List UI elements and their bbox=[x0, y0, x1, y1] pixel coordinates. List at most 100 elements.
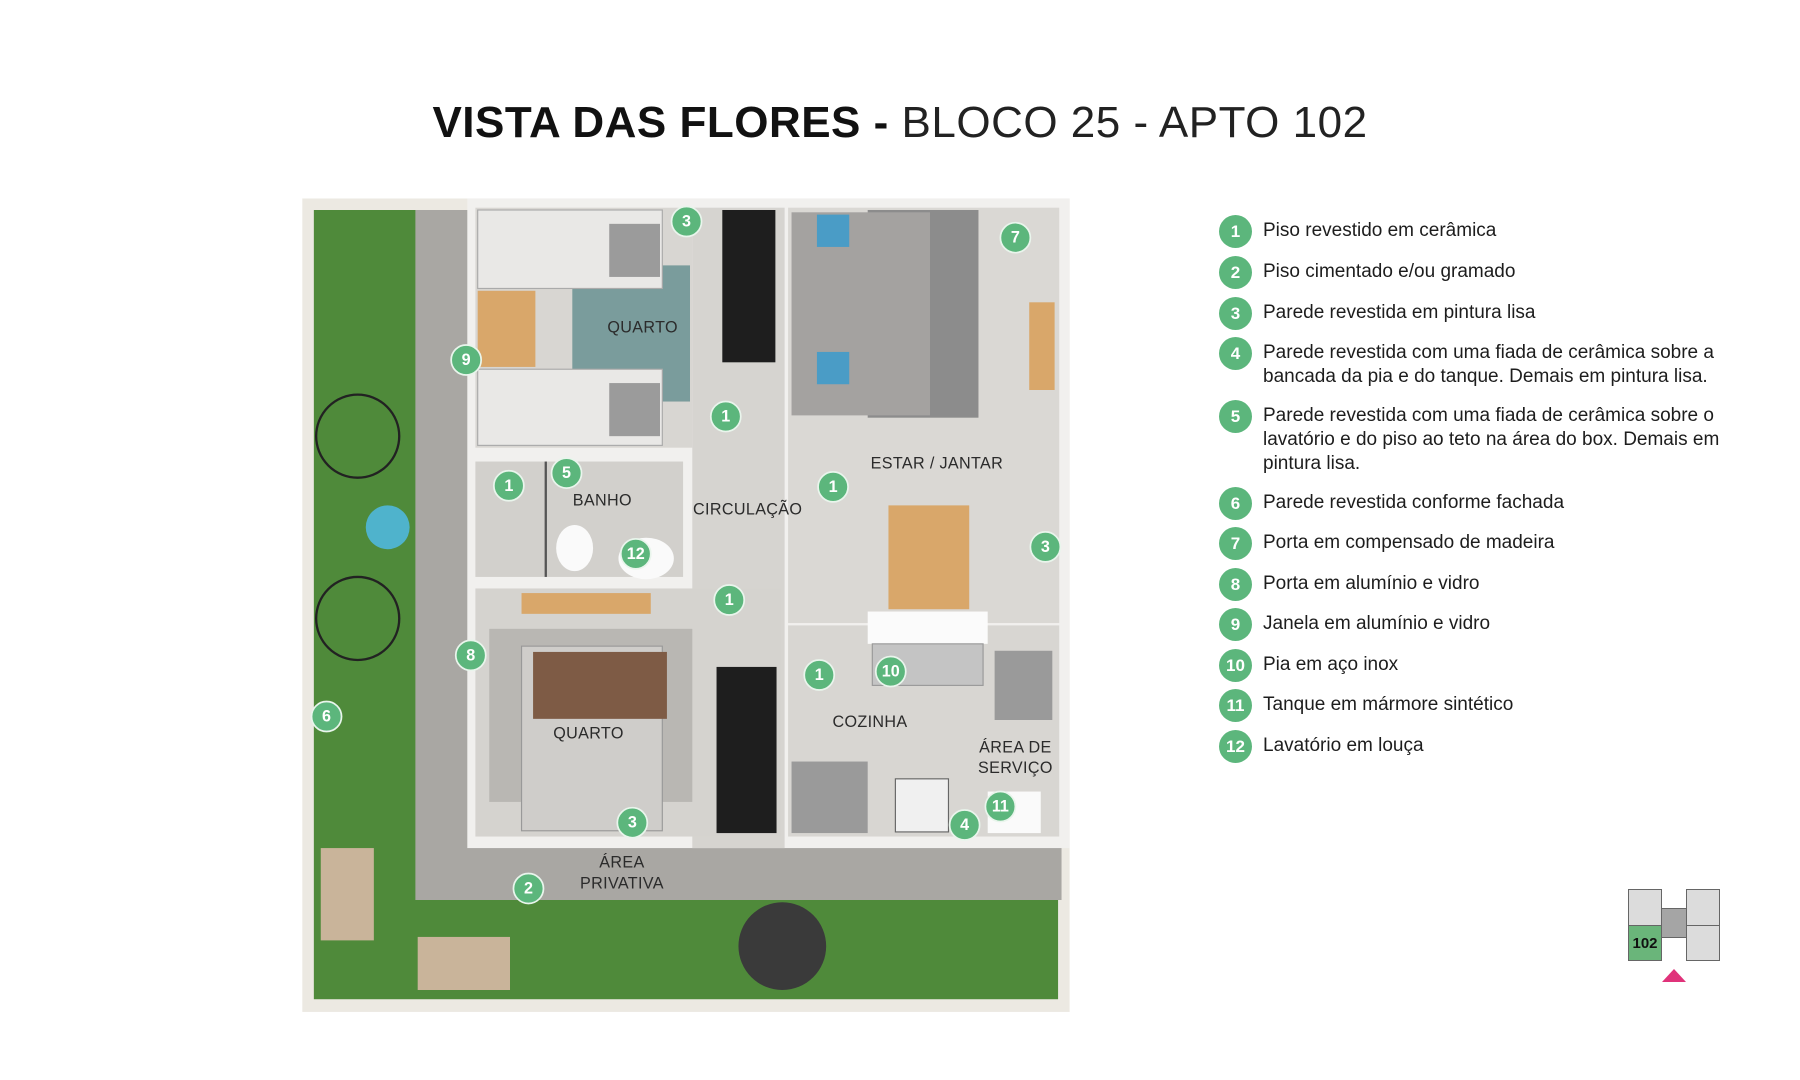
legend-text: Parede revestida conforme fachada bbox=[1263, 492, 1565, 513]
stove bbox=[894, 778, 950, 833]
shower-divider bbox=[544, 461, 547, 577]
fridge bbox=[791, 761, 868, 834]
svg-text:2: 2 bbox=[524, 879, 533, 897]
room-label-area-privativa: PRIVATIVA bbox=[580, 874, 664, 892]
marker: 10 bbox=[874, 655, 907, 688]
title-project: VISTA DAS FLORES - bbox=[432, 98, 889, 147]
legend-number: 3 bbox=[1219, 297, 1252, 330]
svg-text:3: 3 bbox=[1041, 538, 1050, 556]
marker: 11 bbox=[984, 790, 1017, 823]
legend-text: Porta em alumínio e vidro bbox=[1263, 573, 1480, 594]
svg-text:6: 6 bbox=[322, 708, 331, 726]
cushion bbox=[816, 214, 850, 247]
svg-text:9: 9 bbox=[462, 351, 471, 369]
legend-item: 5 Parede revestida com uma fiada de cerâm… bbox=[1219, 400, 1763, 476]
legend-item: 7 Porta em compensado de madeira bbox=[1219, 527, 1763, 560]
svg-text:3: 3 bbox=[682, 213, 691, 231]
room-label-area-servico: ÁREA DE bbox=[979, 737, 1051, 756]
svg-text:7: 7 bbox=[1011, 229, 1020, 247]
garden-chair bbox=[315, 393, 401, 479]
svg-text:1: 1 bbox=[721, 408, 730, 426]
key-unit bbox=[1686, 925, 1720, 961]
marker: 5 bbox=[550, 457, 583, 489]
desk bbox=[477, 290, 536, 367]
key-unit bbox=[1628, 889, 1662, 926]
legend-number: 4 bbox=[1219, 337, 1252, 370]
sofa bbox=[791, 212, 930, 416]
legend-item: 10 Pia em aço inox bbox=[1219, 649, 1763, 682]
svg-text:12: 12 bbox=[627, 545, 645, 563]
legend-number: 10 bbox=[1219, 649, 1252, 682]
marker: 12 bbox=[619, 537, 652, 570]
toilet bbox=[556, 525, 594, 572]
room-label-circulacao: CIRCULAÇÃO bbox=[693, 499, 802, 519]
legend-text: Piso revestido em cerâmica bbox=[1263, 220, 1497, 241]
pointer-triangle-icon bbox=[1662, 969, 1686, 982]
marker: 6 bbox=[310, 700, 343, 733]
legend-text: Porta em compensado de madeira bbox=[1263, 532, 1555, 553]
marker: 1 bbox=[492, 469, 525, 502]
legend-text: Parede revestida com uma fiada de cerâmi… bbox=[1263, 405, 1720, 474]
wardrobe bbox=[722, 210, 776, 363]
washing-machine bbox=[994, 650, 1053, 720]
room-label-cozinha: COZINHA bbox=[832, 713, 907, 731]
legend-text: Parede revestida com uma fiada de cerâmi… bbox=[1263, 342, 1714, 387]
legend-item: 8 Porta em alumínio e vidro bbox=[1219, 568, 1763, 601]
marker: 1 bbox=[709, 400, 742, 433]
room-label-quarto: QUARTO bbox=[607, 318, 678, 336]
marker: 1 bbox=[713, 584, 746, 616]
garden-sofa bbox=[320, 848, 374, 941]
legend-number: 12 bbox=[1219, 730, 1252, 763]
svg-text:4: 4 bbox=[960, 816, 969, 834]
legend-item: 6 Parede revestida conforme fachada bbox=[1219, 487, 1763, 520]
legend-number: 5 bbox=[1219, 400, 1252, 433]
legend-text: Tanque em mármore sintético bbox=[1263, 694, 1514, 715]
svg-text:8: 8 bbox=[466, 646, 475, 664]
marker: 3 bbox=[616, 806, 649, 839]
marker: 4 bbox=[948, 809, 981, 841]
legend-item: 1 Piso revestido em cerâmica bbox=[1219, 215, 1763, 248]
marker: 2 bbox=[512, 872, 545, 905]
legend-text: Janela em alumínio e vidro bbox=[1263, 613, 1491, 634]
marker: 9 bbox=[450, 344, 483, 376]
legend-number: 1 bbox=[1219, 215, 1252, 248]
svg-text:1: 1 bbox=[815, 666, 824, 684]
blanket bbox=[609, 383, 660, 437]
legend-text: Piso cimentado e/ou gramado bbox=[1263, 261, 1516, 282]
blanket bbox=[533, 651, 667, 719]
legend-item: 3 Parede revestida em pintura lisa bbox=[1219, 297, 1763, 330]
room-label-area-privativa: ÁREA bbox=[599, 853, 644, 872]
legend-item: 9 Janela em alumínio e vidro bbox=[1219, 608, 1763, 641]
legend-text: Pia em aço inox bbox=[1263, 654, 1399, 675]
legend-text: Parede revestida em pintura lisa bbox=[1263, 302, 1536, 323]
legend-number: 9 bbox=[1219, 608, 1252, 641]
legend-number: 8 bbox=[1219, 568, 1252, 601]
room-label-quarto: QUARTO bbox=[553, 724, 624, 742]
blanket bbox=[609, 223, 660, 277]
marker: 8 bbox=[454, 639, 487, 672]
legend-text: Lavatório em louça bbox=[1263, 735, 1424, 756]
garden-table bbox=[738, 902, 827, 990]
svg-text:11: 11 bbox=[992, 798, 1009, 816]
counter bbox=[867, 611, 988, 644]
legend-number: 6 bbox=[1219, 487, 1252, 520]
marker: 3 bbox=[670, 205, 703, 238]
key-plan: 102 bbox=[1628, 889, 1720, 984]
marker: 7 bbox=[999, 221, 1032, 254]
svg-text:5: 5 bbox=[562, 464, 571, 482]
garden-sofa bbox=[417, 936, 510, 990]
page-title: VISTA DAS FLORES - BLOCO 25 - APTO 102 bbox=[0, 98, 1800, 148]
svg-text:1: 1 bbox=[829, 478, 838, 496]
pool-decor bbox=[365, 505, 410, 550]
svg-text:3: 3 bbox=[628, 814, 637, 832]
key-core bbox=[1661, 908, 1687, 938]
dining-table bbox=[888, 505, 970, 610]
svg-text:10: 10 bbox=[882, 663, 900, 681]
key-unit-current: 102 bbox=[1628, 925, 1662, 961]
garden-chair bbox=[315, 575, 401, 662]
title-unit: BLOCO 25 - APTO 102 bbox=[888, 98, 1368, 147]
legend-item: 12 Lavatório em louça bbox=[1219, 730, 1763, 763]
legend-number: 7 bbox=[1219, 527, 1252, 560]
